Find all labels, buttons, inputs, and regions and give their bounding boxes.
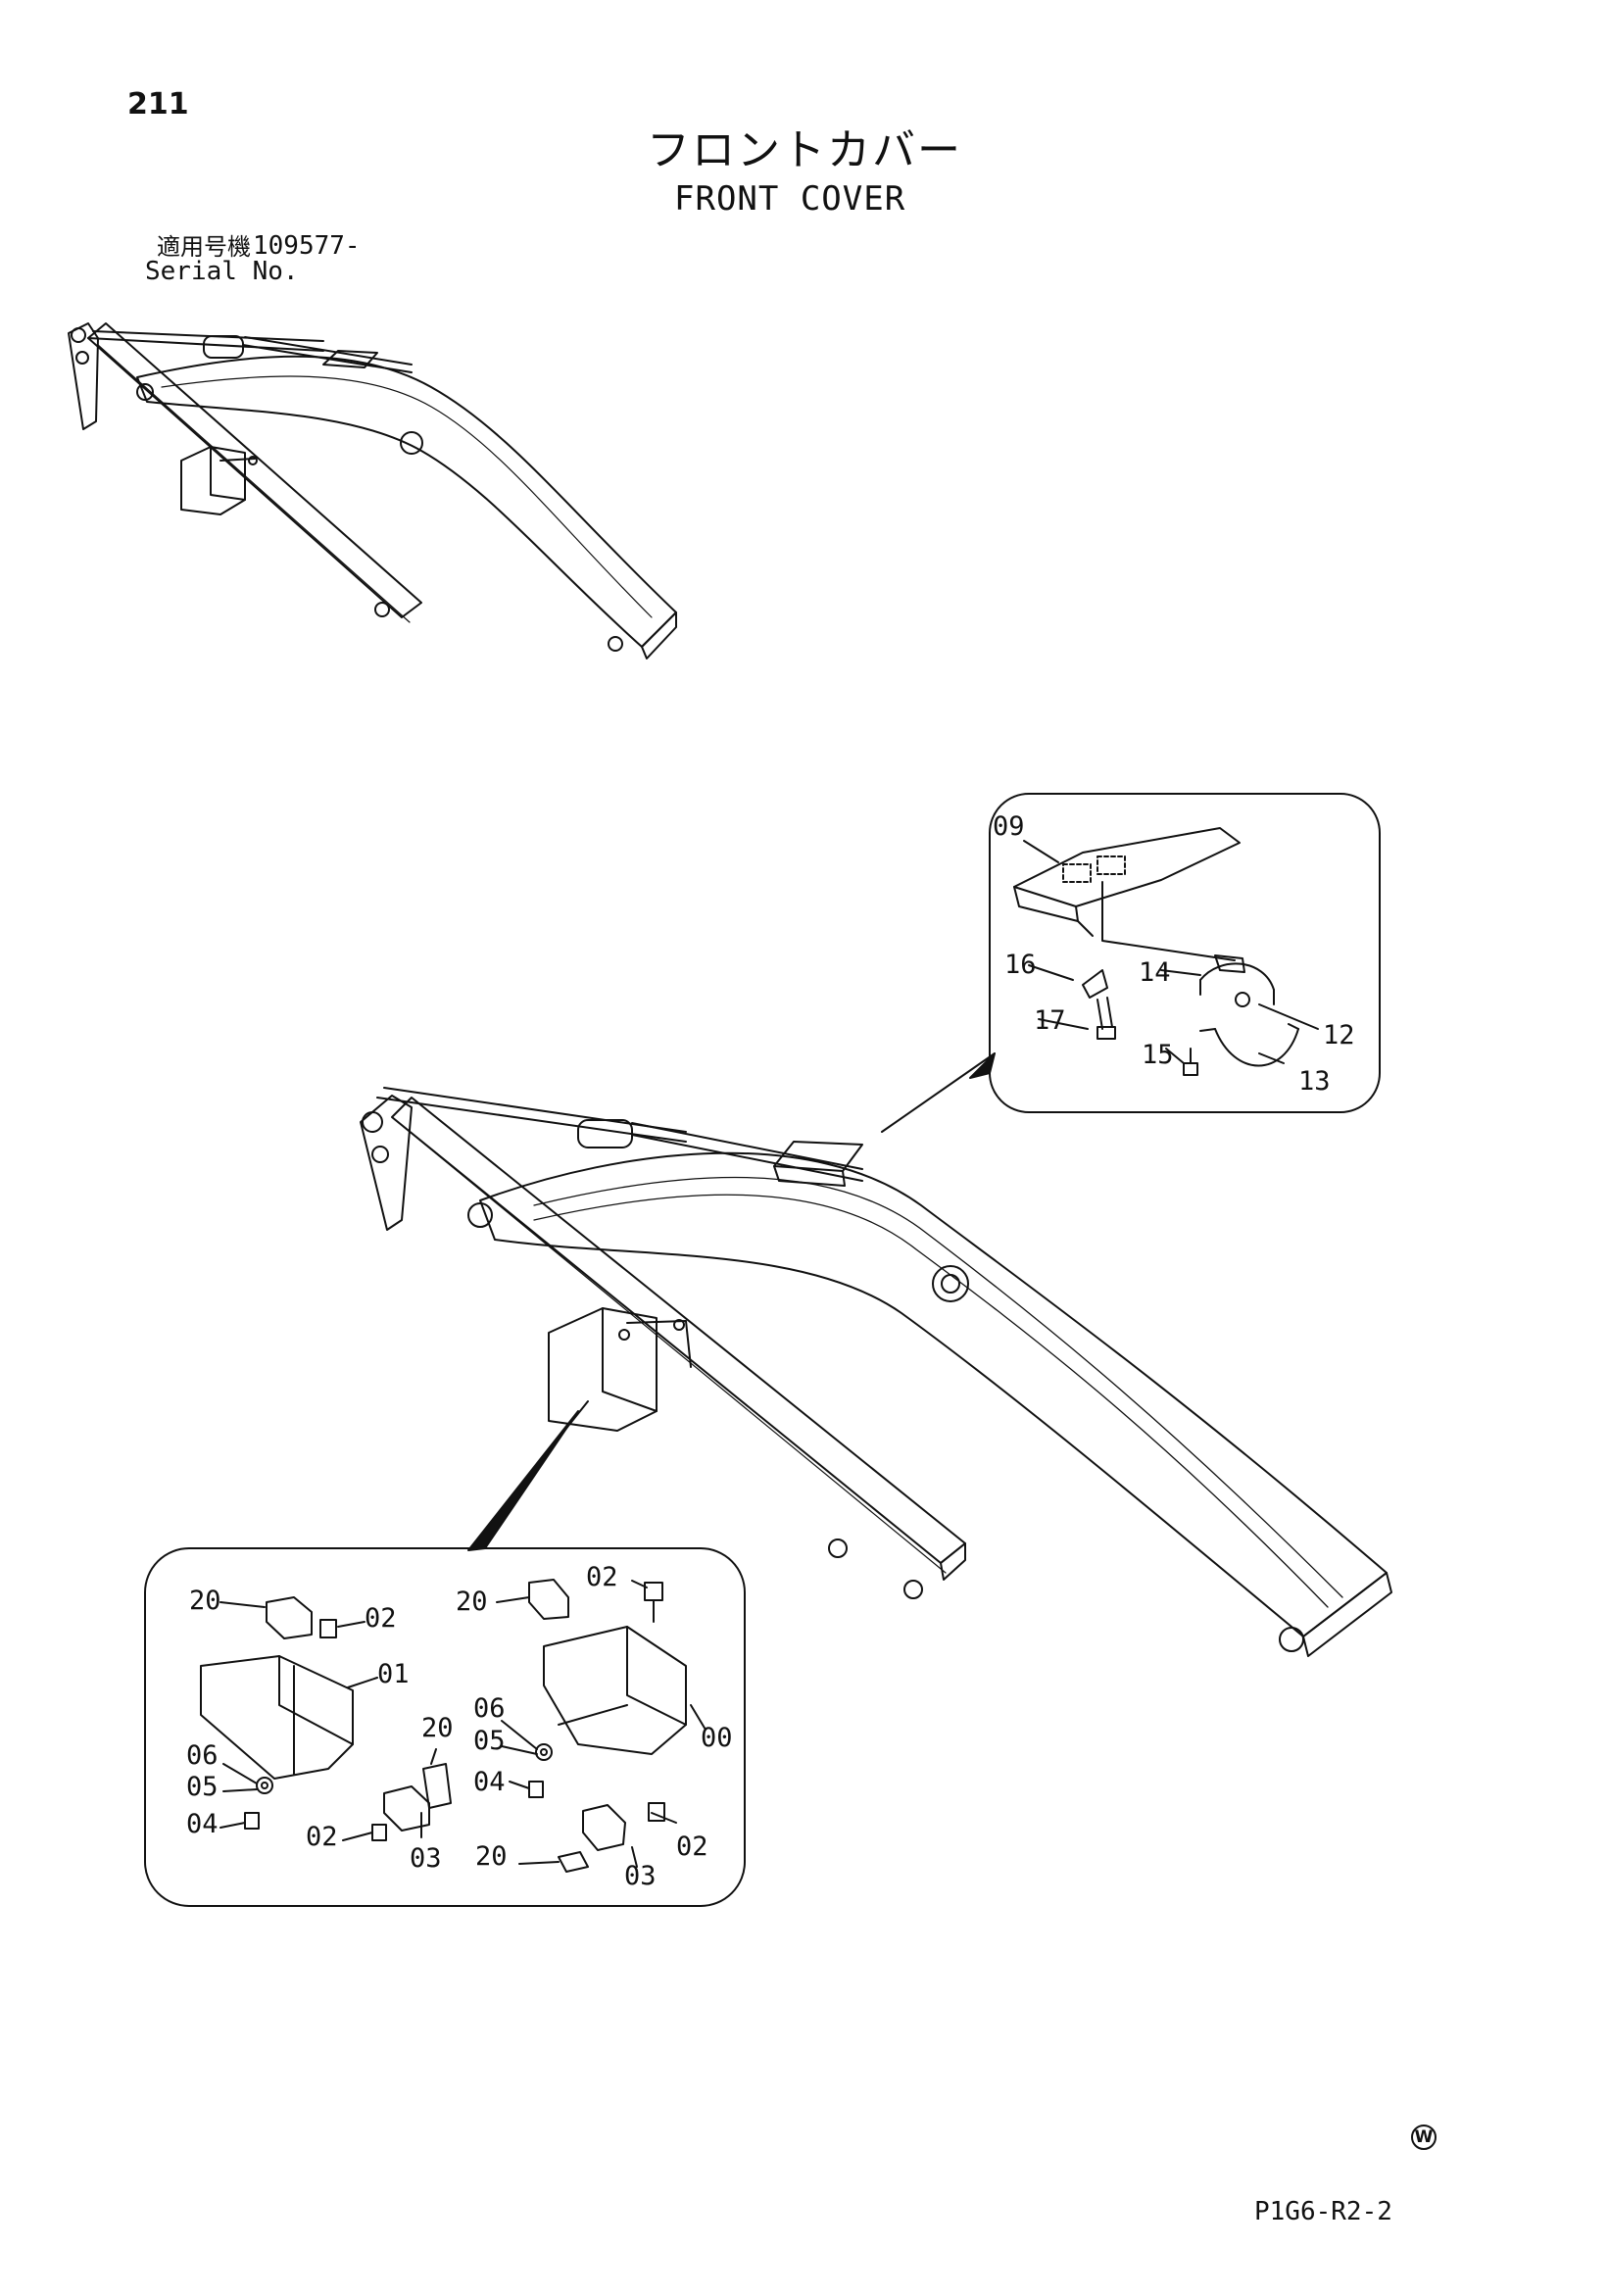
w-mark-icon: W xyxy=(1411,2125,1437,2150)
callout-13: 13 xyxy=(1298,1066,1331,1097)
page-title-japanese: フロントカバー xyxy=(647,125,962,175)
lower-detail-frame xyxy=(144,1547,746,1907)
callout-02-left-bottom: 02 xyxy=(306,1822,338,1852)
drawing-code: P1G6-R2-2 xyxy=(1254,2197,1392,2226)
page-title-english: FRONT COVER xyxy=(674,179,906,219)
callout-02-right-bottom: 02 xyxy=(676,1832,708,1862)
page-number: 211 xyxy=(127,87,189,122)
upper-detail-frame xyxy=(989,793,1381,1113)
callout-17: 17 xyxy=(1034,1005,1066,1036)
callout-12: 12 xyxy=(1323,1020,1355,1050)
callout-04-left: 04 xyxy=(186,1809,219,1839)
callout-03-right: 03 xyxy=(624,1861,657,1891)
callout-06-right: 06 xyxy=(473,1693,506,1724)
callout-05-right: 05 xyxy=(473,1726,506,1756)
callout-09: 09 xyxy=(993,811,1025,842)
serial-number-value: 109577- xyxy=(253,231,361,261)
callout-03-left: 03 xyxy=(410,1843,442,1874)
overview-boom-drawing xyxy=(68,322,677,659)
serial-label-japanese: 適用号機 xyxy=(157,233,251,261)
callout-20-right-top: 20 xyxy=(456,1587,488,1617)
callout-05-left: 05 xyxy=(186,1772,219,1802)
callout-06-left: 06 xyxy=(186,1740,219,1771)
upper-detail-parts xyxy=(1013,827,1319,1076)
callout-20-left-bottom: 20 xyxy=(421,1713,454,1743)
callout-20-left-top: 20 xyxy=(189,1586,221,1616)
callout-14: 14 xyxy=(1139,957,1171,988)
lower-detail-parts xyxy=(200,1579,707,1873)
callout-02-right-top: 02 xyxy=(586,1562,618,1592)
detail-pointer-upper xyxy=(881,1052,996,1133)
callout-01: 01 xyxy=(377,1659,410,1689)
callout-16: 16 xyxy=(1004,950,1037,980)
callout-04-right: 04 xyxy=(473,1767,506,1797)
callout-15: 15 xyxy=(1142,1040,1174,1070)
serial-label-english: Serial No. xyxy=(145,257,299,286)
callout-02-left-top: 02 xyxy=(365,1603,397,1634)
callout-00: 00 xyxy=(701,1723,733,1753)
main-boom-drawing xyxy=(360,1087,1392,1657)
callout-20-right-bottom: 20 xyxy=(475,1841,508,1872)
